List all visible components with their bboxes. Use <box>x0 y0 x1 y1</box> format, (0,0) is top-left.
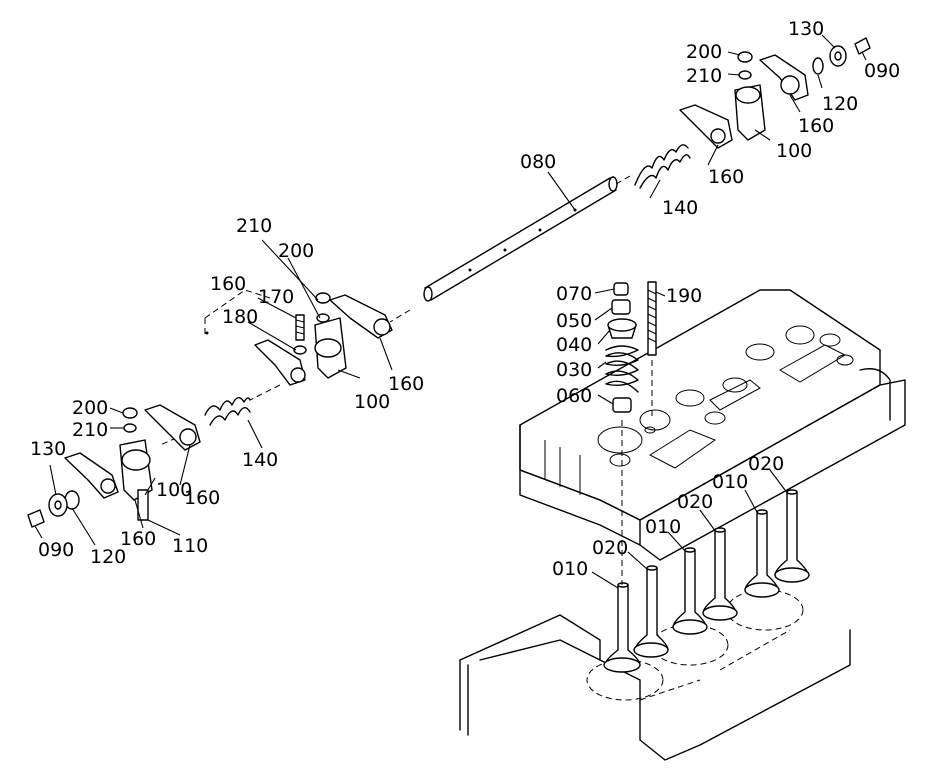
label-120-left: 120 <box>90 546 126 568</box>
label-200-right: 200 <box>686 41 722 63</box>
label-040: 040 <box>556 334 592 356</box>
callout-labels: 200 210 130 090 120 160 100 160 140 080 … <box>30 18 900 580</box>
label-010-middle: 010 <box>645 516 681 538</box>
label-210-middle: 210 <box>236 215 272 237</box>
label-100-right: 100 <box>776 140 812 162</box>
label-020-bottom: 020 <box>592 537 628 559</box>
label-140-middle: 140 <box>242 449 278 471</box>
rocker-shaft <box>159 175 631 446</box>
label-200-left: 200 <box>72 397 108 419</box>
label-160-middle-left: 160 <box>210 273 246 295</box>
label-170: 170 <box>258 286 294 308</box>
label-050: 050 <box>556 310 592 332</box>
valve-spring-stack <box>605 281 657 413</box>
label-120-right: 120 <box>822 93 858 115</box>
label-020-middle: 020 <box>677 491 713 513</box>
leader-lines <box>34 34 867 589</box>
label-160-right-lower: 160 <box>708 166 744 188</box>
label-100-middle: 100 <box>354 391 390 413</box>
label-110: 110 <box>172 535 208 557</box>
label-210-right: 210 <box>686 65 722 87</box>
valves <box>603 360 810 673</box>
label-130-right: 130 <box>788 18 824 40</box>
label-060: 060 <box>556 385 592 407</box>
label-010-top: 010 <box>712 471 748 493</box>
label-160-left-lower: 160 <box>120 528 156 550</box>
middle-rocker-group <box>204 289 393 386</box>
label-140-right: 140 <box>662 197 698 219</box>
label-010-bottom: 010 <box>552 558 588 580</box>
label-070: 070 <box>556 283 592 305</box>
label-160-middle-right: 160 <box>388 373 424 395</box>
label-080: 080 <box>520 151 556 173</box>
label-200-middle: 200 <box>278 240 314 262</box>
label-180: 180 <box>222 306 258 328</box>
label-210-left: 210 <box>72 419 108 441</box>
left-rocker-group <box>27 397 251 528</box>
label-130-left: 130 <box>30 438 66 460</box>
label-160-right-upper: 160 <box>798 115 834 137</box>
label-090-right: 090 <box>864 60 900 82</box>
label-090-left: 090 <box>38 539 74 561</box>
cylinder-head <box>519 289 906 561</box>
label-030: 030 <box>556 359 592 381</box>
right-rocker-group <box>634 37 871 189</box>
label-020-top: 020 <box>748 453 784 475</box>
label-100-left: 100 <box>156 479 192 501</box>
label-190: 190 <box>666 285 702 307</box>
label-160-left-upper: 160 <box>184 487 220 509</box>
